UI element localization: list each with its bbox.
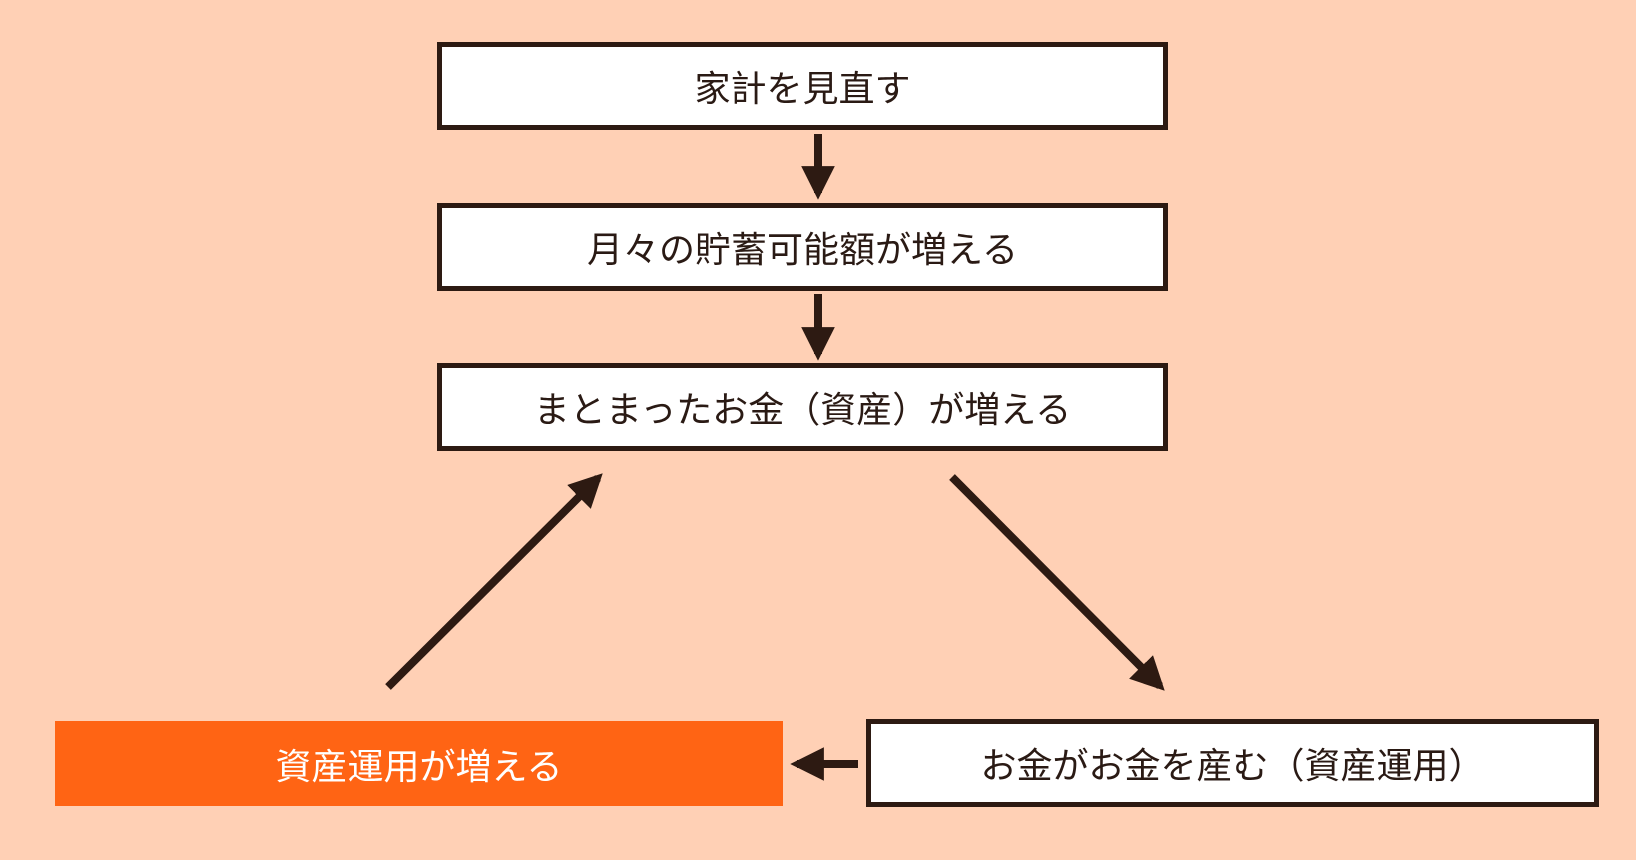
node-label: 資産運用が増える: [275, 746, 563, 788]
node-label: お金がお金を産む（資産運用）: [980, 746, 1485, 787]
node-label: まとまったお金（資産）が増える: [533, 390, 1072, 431]
node-label: 家計を見直す: [694, 69, 911, 110]
node-money-makes-money: お金がお金を産む（資産運用）: [866, 719, 1599, 807]
node-investment-grows: 資産運用が増える: [55, 721, 783, 806]
arrow-lump-to-money-makes-money: [949, 474, 1165, 691]
arrow-investment-to-lump: [385, 473, 603, 690]
node-label: 月々の貯蓄可能額が増える: [587, 230, 1018, 271]
node-monthly-savings: 月々の貯蓄可能額が増える: [437, 203, 1168, 291]
node-lump-sum-assets: まとまったお金（資産）が増える: [437, 363, 1168, 451]
node-review-household: 家計を見直す: [437, 42, 1168, 130]
